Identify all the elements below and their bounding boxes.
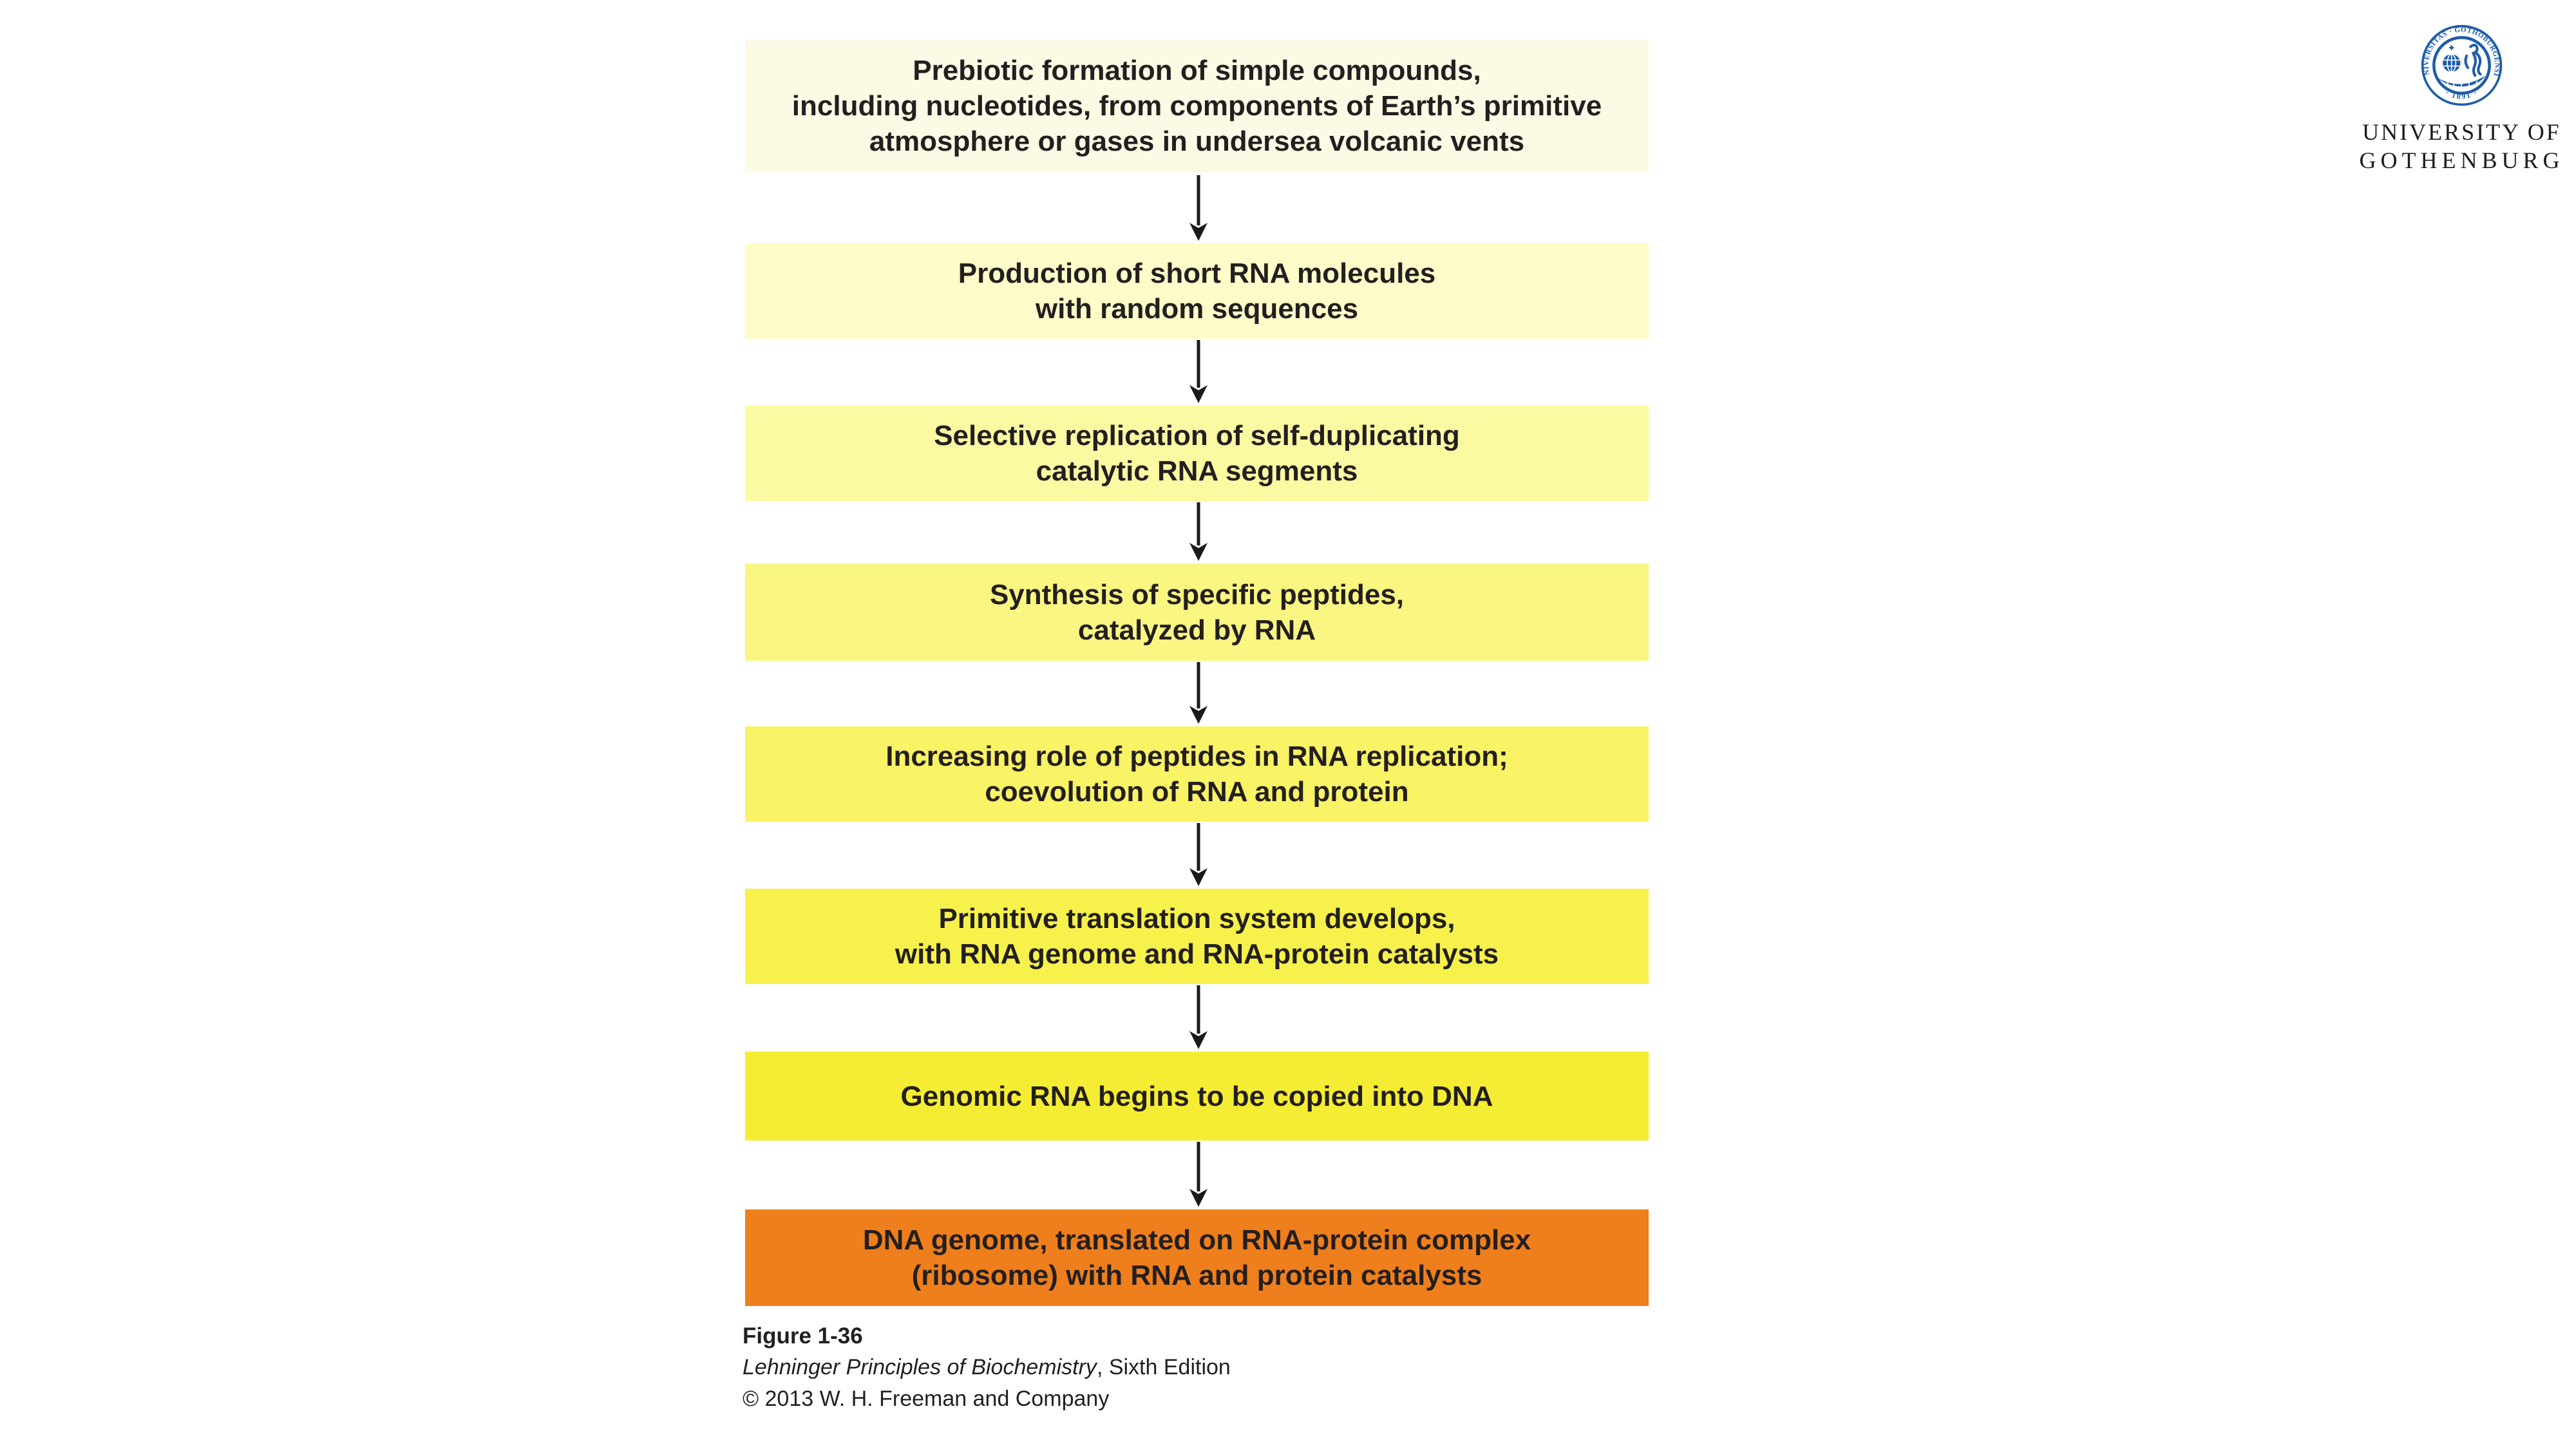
book-title: Lehninger Principles of Biochemistry [743,1355,1097,1379]
down-arrow-icon [1189,340,1208,403]
university-name-line2: GOTHENBURG [2359,147,2564,173]
university-logo: UNIVERSITAS · GOTHOBURGENSIS · 1891 · UN… [2338,24,2576,175]
down-arrow-icon [1189,502,1208,561]
down-arrow-icon [1189,985,1208,1049]
flow-step-3: Selective replication of self-duplicatin… [745,406,1649,501]
flow-step-1: Prebiotic formation of simple compounds,… [745,39,1649,173]
down-arrow-icon [1189,823,1208,886]
flow-step-6: Primitive translation system develops, w… [745,889,1649,984]
university-wordmark: UNIVERSITY OF GOTHENBURG [2338,118,2576,175]
down-arrow-icon [1189,662,1208,724]
flow-step-8: DNA genome, translated on RNA-protein co… [745,1209,1649,1306]
flow-step-2: Production of short RNA molecules with r… [745,243,1649,339]
down-arrow-icon [1189,1142,1208,1207]
figure-label: Figure 1-36 [743,1323,863,1349]
flow-step-4: Synthesis of specific peptides, catalyze… [745,564,1649,661]
down-arrow-icon [1189,175,1208,241]
university-name-line1: UNIVERSITY OF [2362,119,2561,145]
flow-step-5: Increasing role of peptides in RNA repli… [745,726,1649,822]
seal-year-text: · 1891 · [2444,88,2479,100]
seal-emblem [2438,43,2486,88]
figure-caption: Figure 1-36 Lehninger Principles of Bioc… [743,1320,1515,1415]
book-edition: , Sixth Edition [1096,1355,1231,1379]
book-reference: Lehninger Principles of Biochemistry, Si… [743,1352,1515,1383]
flow-step-7: Genomic RNA begins to be copied into DNA [745,1052,1649,1141]
svg-text:· 1891 ·: · 1891 · [2444,88,2480,100]
copyright-line: © 2013 W. H. Freeman and Company [743,1387,1110,1411]
university-seal-icon: UNIVERSITAS · GOTHOBURGENSIS · 1891 · [2421,24,2503,106]
